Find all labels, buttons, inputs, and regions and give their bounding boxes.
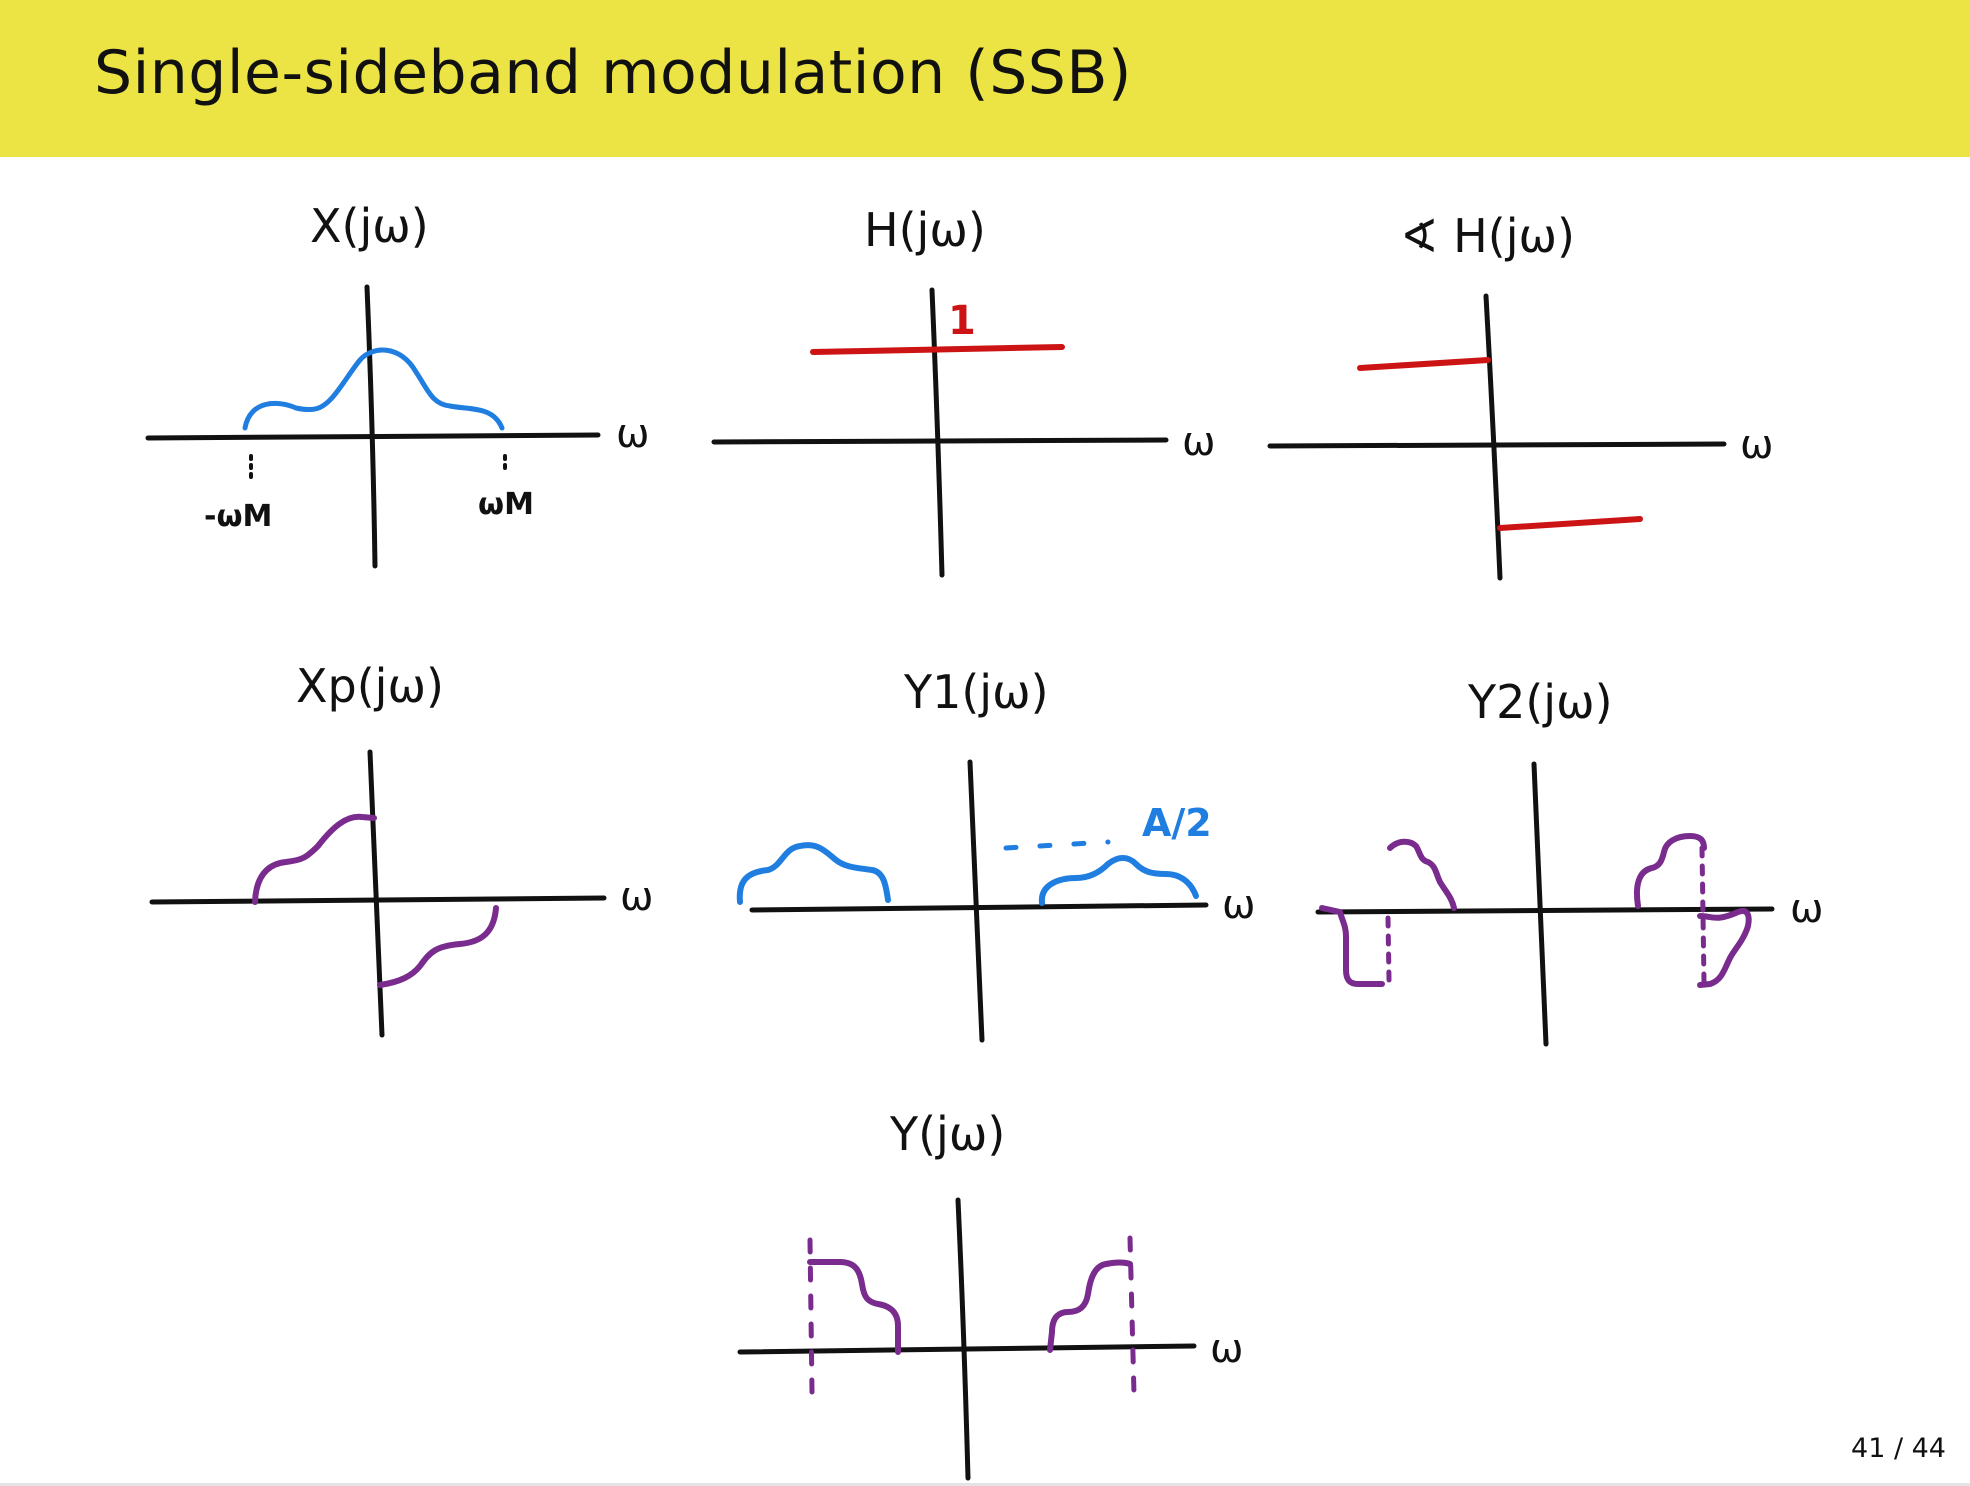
title-bar: Single-sideband modulation (SSB) [0,0,1970,157]
plot-y-horizontal-axis [737,1343,1197,1355]
plot-x-spectrum: X(jω) ω -ωM ωM [145,199,650,569]
plot-y-positive-band-curve [1047,1259,1133,1353]
plot-y2-vertical-axis [1531,761,1549,1047]
plot-xp-spectrum: Xp(jω) ω [149,659,654,1038]
plot-xp-positive-freq-curve [377,905,499,988]
plot-y2-omega-symbol: ω [1790,886,1824,932]
plot-y2-spectrum: Y2(jω) ω [1315,675,1824,1047]
plot-y-omega-symbol: ω [1210,1326,1244,1372]
plot-y1-amplitude-label: A/2 [1142,801,1212,845]
plot-y1-omega-symbol: ω [1222,882,1256,928]
plot-y2-negative-upper-curve [1387,838,1457,911]
plot-y1-horizontal-axis [749,902,1209,913]
plot-y2-positive-lower-curve [1697,908,1752,988]
plot-h-gain-label: 1 [948,298,976,344]
plot-h-phase: ∢ H(jω) ω [1267,209,1774,581]
plot-xp-negative-freq-curve [252,813,377,905]
plot-h-label: H(jω) [864,203,986,257]
plot-y-spectrum: Y(jω) ω [737,1107,1244,1481]
plot-h-magnitude: H(jω) ω 1 [711,203,1216,578]
page-number: 41 / 44 [1851,1433,1946,1464]
plot-y-negative-band-curve [807,1259,901,1355]
plot-h-phase-omega-symbol: ω [1740,422,1774,468]
plot-y1-negative-band-curve [736,842,891,905]
bottom-divider [0,1483,1970,1486]
plot-y-vertical-axis [955,1197,971,1481]
plot-h-phase-horizontal-axis [1267,441,1727,449]
plot-xp-omega-symbol: ω [620,874,654,920]
plot-y1-amplitude-dashed-guide [1003,839,1111,851]
plot-x-spectrum-curve [242,347,505,431]
plot-xp-vertical-axis [367,749,385,1038]
plot-y1-vertical-axis [967,759,985,1043]
plot-y2-label: Y2(jω) [1467,675,1613,729]
plot-x-tick-neg-omega-m: -ωM [204,499,272,534]
plot-h-phase-label: ∢ H(jω) [1400,209,1575,263]
plot-y-positive-dashed-marker [1127,1235,1137,1397]
plot-y2-negative-dashed-marker [1385,915,1392,983]
plot-x-vertical-axis [364,284,378,569]
plot-h-phase-positive-freq-line [1497,516,1643,531]
plot-h-vertical-axis [929,287,945,578]
plot-h-phase-vertical-axis [1483,293,1503,581]
plot-y2-horizontal-axis [1315,906,1775,915]
plot-y2-negative-lower-curve [1319,905,1385,987]
plot-x-tick-pos-omega-m: ωM [478,487,534,522]
plot-y2-positive-dashed-marker [1699,845,1707,985]
plot-y2-positive-upper-curve [1634,833,1707,909]
plot-h-gain-line [810,344,1065,355]
plot-x-omega-symbol: ω [616,411,650,457]
plot-h-omega-symbol: ω [1182,419,1216,465]
plot-x-label: X(jω) [310,199,429,253]
slide-title: Single-sideband modulation (SSB) [94,38,1132,108]
plot-h-phase-negative-freq-line [1357,357,1491,371]
plot-y1-positive-band-curve [1038,855,1199,906]
plot-xp-label: Xp(jω) [296,659,444,713]
plot-y1-spectrum: Y1(jω) ω A/2 [736,665,1256,1043]
plot-y1-label: Y1(jω) [903,665,1049,719]
plot-y-label: Y(jω) [889,1107,1005,1161]
